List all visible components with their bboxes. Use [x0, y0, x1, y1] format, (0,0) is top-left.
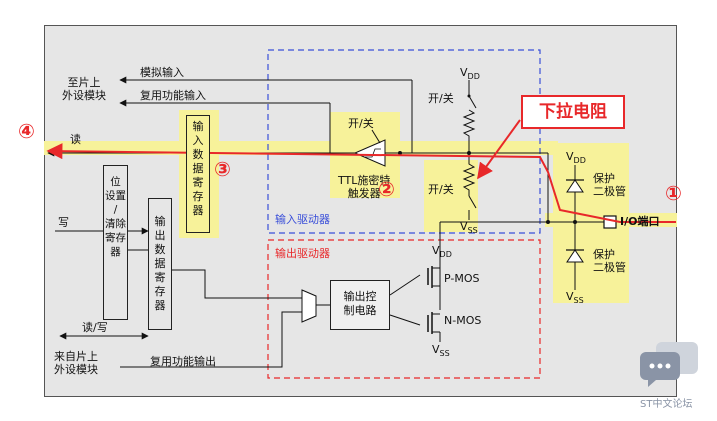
ttl-schmitt-label: TTL施密特 触发器: [338, 174, 391, 200]
protect-diode-top-label: 保护 二极管: [593, 172, 626, 198]
nmos-label: N-MOS: [444, 314, 482, 327]
analog-input-label: 模拟输入: [140, 66, 184, 79]
vss-diode-label: VSS: [566, 290, 584, 306]
protect-diode-bottom-label: 保护 二极管: [593, 248, 626, 274]
output-data-register: [148, 198, 172, 330]
marker-3: ③: [214, 157, 231, 181]
bit-set-reset-register-label: 位 设置 / 清除 寄存 器: [105, 176, 126, 258]
output-driver-box: [267, 239, 541, 379]
input-driver-box: [267, 49, 541, 234]
output-control-label: 输出控 制电路: [343, 290, 377, 317]
watermark-text: ST中文论坛: [640, 399, 693, 410]
input-driver-title: 输入驱动器: [275, 213, 330, 226]
from-peripheral-label: 来自片上 外设模块: [54, 350, 98, 376]
on-off-top-label: 开/关: [348, 117, 374, 130]
alt-func-output-label: 复用功能输出: [150, 355, 216, 368]
chat-logo-icon: [640, 342, 700, 388]
vdd-top-label: VDD: [460, 66, 480, 82]
on-off-pullup-label: 开/关: [428, 92, 454, 105]
pmos-label: P-MOS: [444, 272, 480, 285]
read-label: 读: [70, 133, 81, 146]
to-peripheral-label: 至片上 外设模块: [62, 76, 106, 102]
vss-nmos-label: VSS: [432, 343, 450, 359]
alt-func-input-label: 复用功能输入: [140, 89, 206, 102]
marker-4: ④: [18, 119, 35, 143]
write-label: 写: [58, 216, 69, 229]
io-pin-square: [603, 215, 617, 229]
output-control-circuit: [330, 280, 390, 330]
output-driver-title: 输出驱动器: [275, 247, 330, 260]
marker-2: ②: [378, 177, 395, 201]
read-write-label: 读/写: [82, 321, 108, 334]
io-pin-label: I/O端口: [620, 215, 660, 228]
bit-set-reset-register: [103, 165, 128, 320]
on-off-pulldown-label: 开/关: [428, 183, 454, 196]
output-data-register-label: 输 出 数 据 寄 存 器: [154, 215, 166, 312]
marker-1: ①: [665, 181, 682, 205]
read-path-highlight: [44, 141, 558, 155]
vdd-pmos-label: VDD: [432, 244, 452, 260]
input-data-register: [186, 115, 210, 233]
vdd-diode-label: VDD: [566, 150, 586, 166]
input-data-register-label: 输 入 数 据 寄 存 器: [192, 120, 204, 217]
vss-pull-label: VSS: [460, 220, 478, 236]
pull-down-callout: 下拉电阻: [521, 95, 625, 129]
